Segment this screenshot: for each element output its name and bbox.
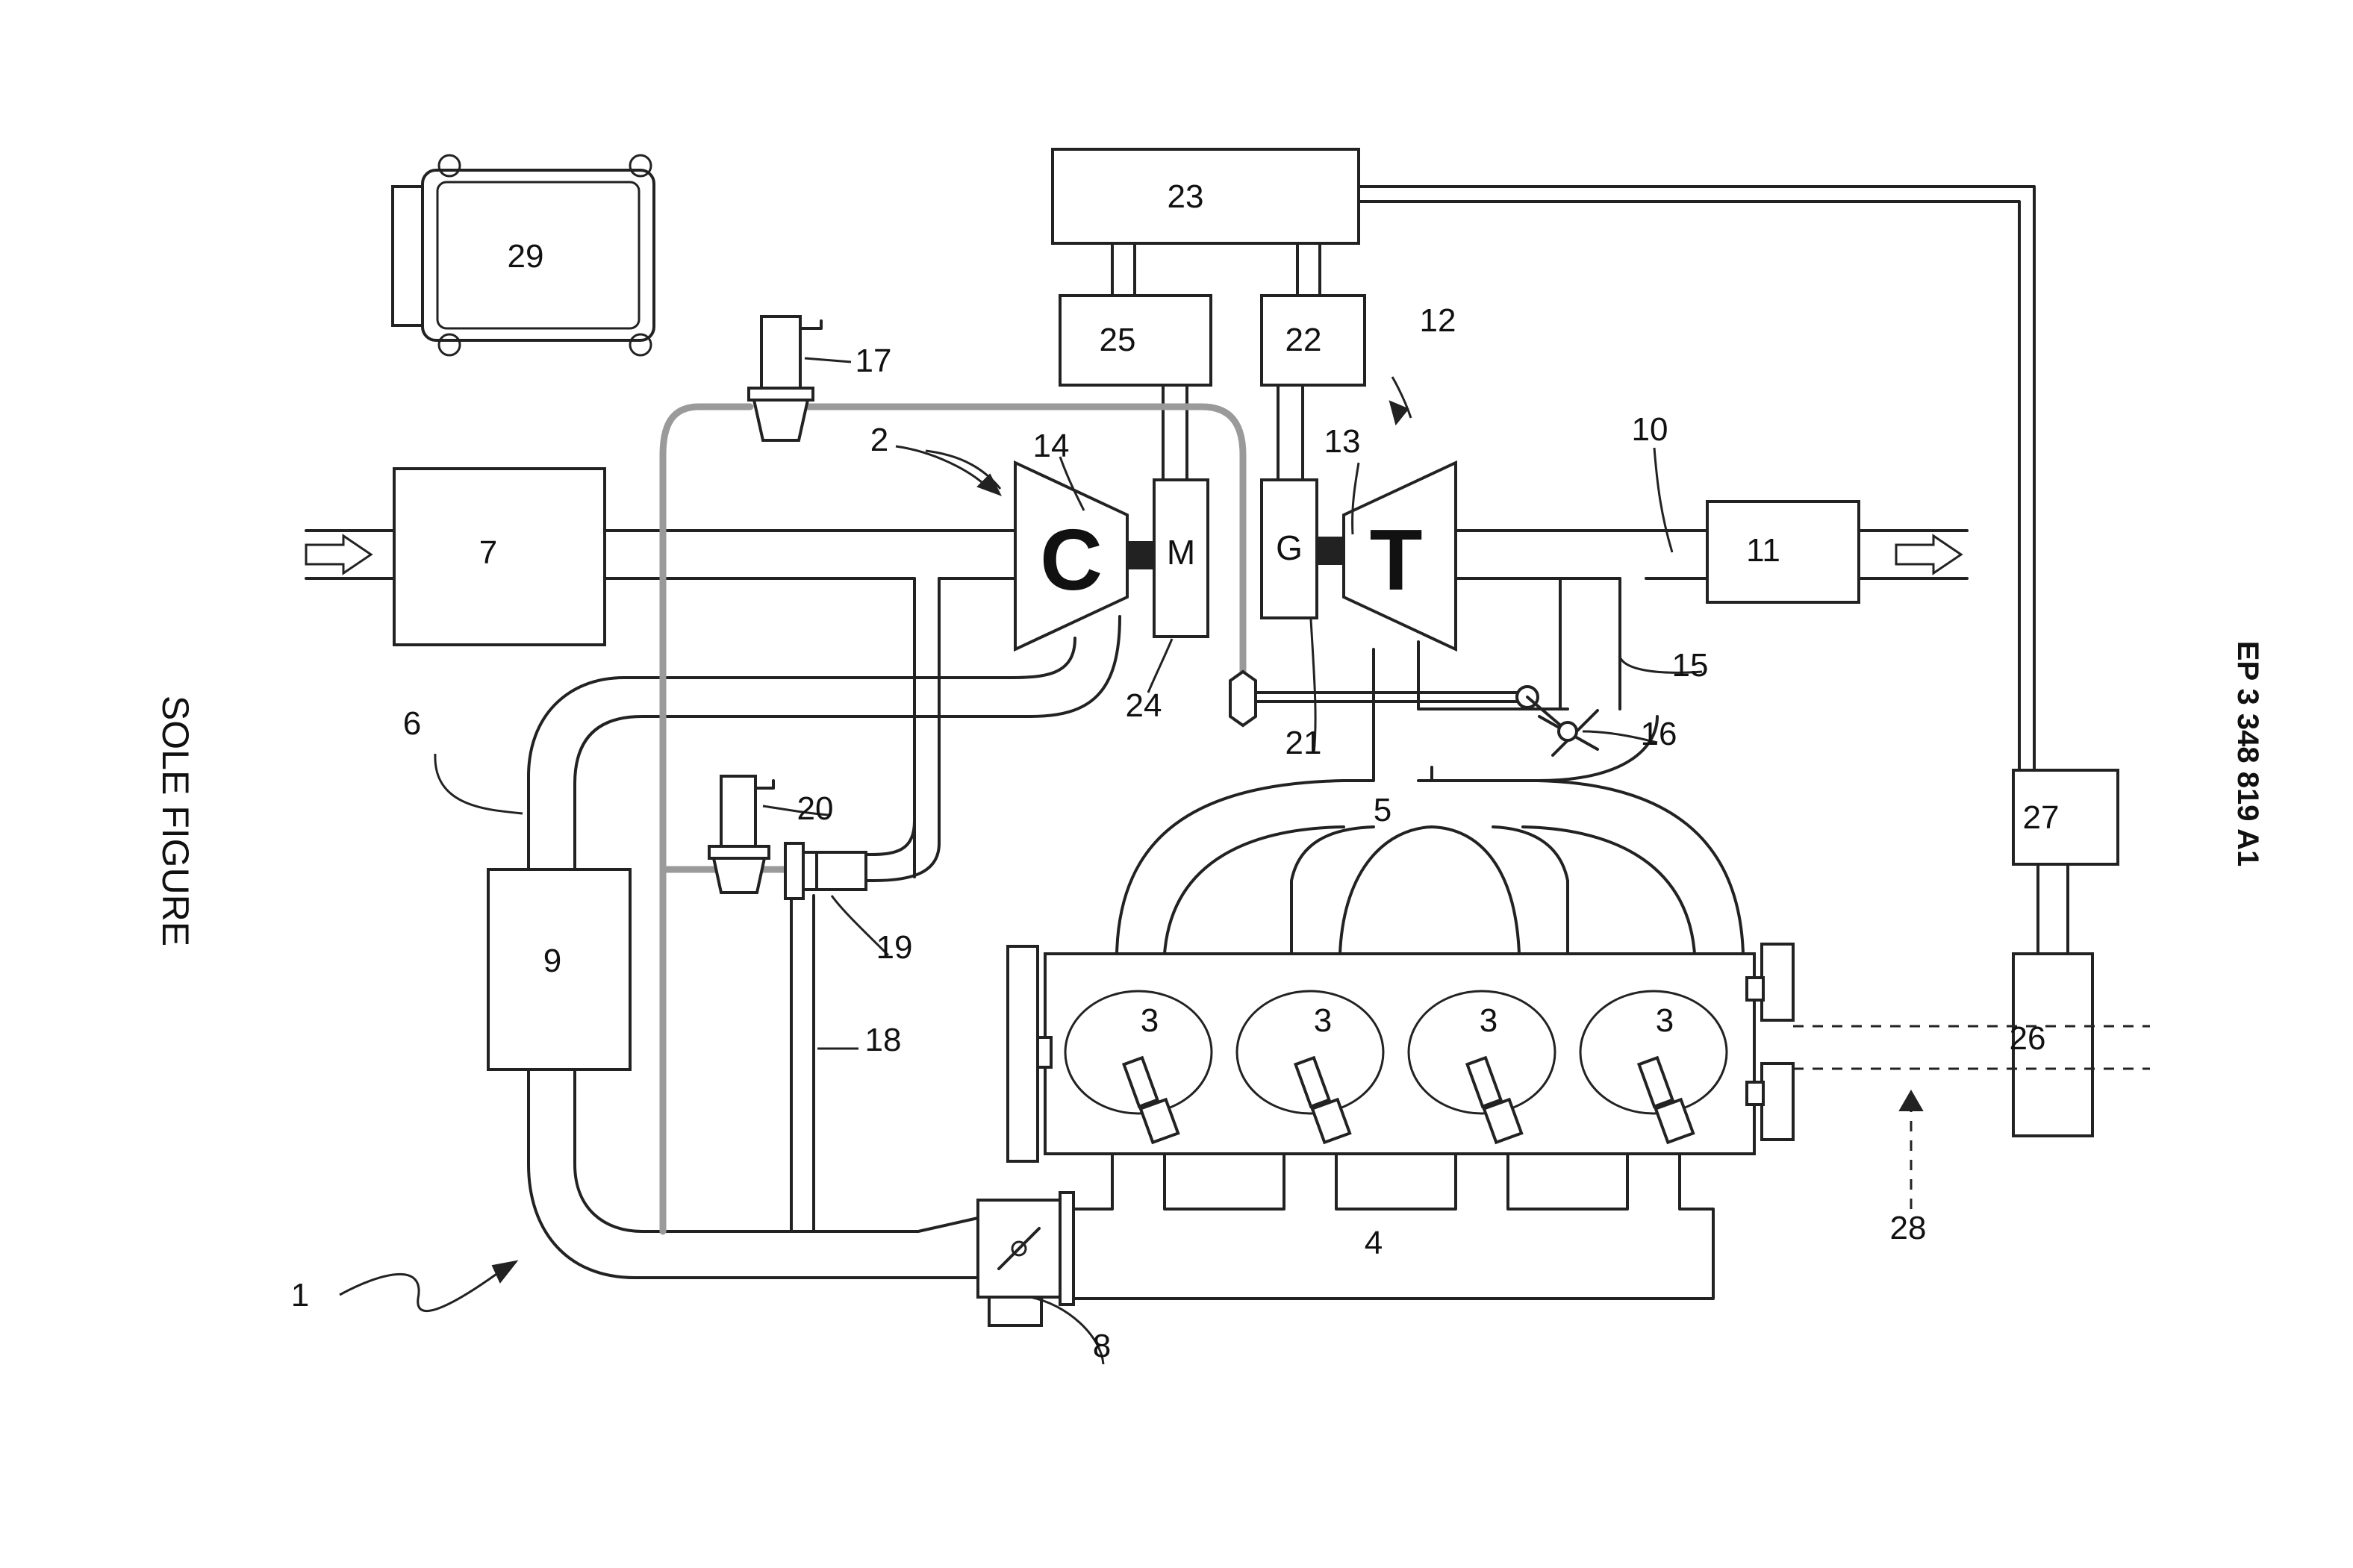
numeral-20: 20 [797, 790, 834, 827]
side-title: SOLE FIGURE [155, 696, 196, 946]
link-22-generator [1277, 384, 1304, 481]
publication-number: EP 3 348 819 A1 [2231, 641, 2264, 866]
ecu-29 [391, 154, 655, 357]
numeral-3a: 3 [1141, 1002, 1159, 1039]
numeral-4: 4 [1365, 1225, 1383, 1261]
numeral-2: 2 [870, 422, 888, 458]
numeral-13: 13 [1324, 423, 1361, 460]
intake-duct [305, 529, 1020, 878]
wastegate-actuator [1229, 640, 1569, 733]
bypass-duct [863, 819, 941, 882]
valve-17 [747, 315, 823, 442]
link-25-motor [1162, 384, 1188, 481]
cylinder-3 [1407, 990, 1556, 1145]
numeral-16: 16 [1641, 716, 1677, 752]
signal-line-27-26 [2036, 863, 2069, 955]
crank-signal-lines-28 [1793, 1025, 2150, 1070]
numeral-9: 9 [543, 943, 561, 979]
numeral-23: 23 [1168, 178, 1204, 215]
numeral-29: 29 [508, 238, 544, 275]
numeral-24: 24 [1126, 687, 1162, 724]
intake-manifold-4 [1066, 1152, 1715, 1300]
signal-line-23-22 [1296, 242, 1321, 297]
numeral-12: 12 [1420, 302, 1456, 339]
cylinder-2 [1235, 990, 1385, 1145]
numeral-25: 25 [1100, 322, 1136, 358]
intercooler-box [487, 868, 632, 1071]
numeral-3d: 3 [1656, 1002, 1674, 1039]
numeral-17: 17 [856, 343, 892, 379]
numeral-15: 15 [1672, 647, 1709, 684]
motor-box [1153, 478, 1209, 638]
numeral-6: 6 [403, 705, 421, 742]
charge-air-duct [527, 1068, 979, 1279]
outlet-arrow [1895, 534, 1963, 575]
wastegate-valve-16 [1538, 709, 1599, 757]
boost-duct-6 [527, 615, 1121, 871]
generator-turbine-shaft [1316, 537, 1344, 565]
numeral-28: 28 [1890, 1210, 1927, 1246]
signal-line-23-25 [1111, 242, 1136, 297]
numeral-18: 18 [865, 1022, 902, 1058]
recirculation-pipe-18 [790, 887, 815, 1233]
valve-20 [708, 775, 775, 894]
numeral-3c: 3 [1480, 1002, 1497, 1039]
generator-letter: G [1276, 528, 1303, 567]
numeral-21: 21 [1285, 725, 1322, 761]
leader-lines [434, 357, 1703, 1365]
box-25 [1059, 294, 1212, 387]
box-27 [2012, 769, 2119, 866]
numeral-5: 5 [1374, 792, 1391, 828]
numeral-14: 14 [1033, 428, 1070, 464]
throttle-valve-8 [976, 1191, 1075, 1327]
motor-letter: M [1167, 533, 1195, 572]
compressor-letter: C [1040, 511, 1103, 608]
numeral-8: 8 [1093, 1328, 1111, 1364]
compressor-body [1014, 460, 1129, 652]
numeral-11: 11 [1746, 532, 1780, 569]
box-26 [2012, 952, 2094, 1137]
air-filter-box [393, 467, 606, 646]
numeral-10: 10 [1632, 411, 1668, 448]
cylinder-4 [1579, 990, 1728, 1145]
box-22 [1260, 294, 1366, 387]
exhaust-treatment-box [1706, 500, 1860, 604]
numeral-1: 1 [291, 1277, 309, 1314]
signal-line-23-27 [1357, 185, 2036, 772]
valve-19 [784, 842, 867, 900]
turbine-letter: T [1370, 511, 1423, 608]
numeral-7: 7 [479, 534, 497, 571]
numeral-3b: 3 [1314, 1002, 1332, 1039]
generator-box [1260, 478, 1318, 619]
control-unit-23-box [1051, 148, 1360, 245]
inlet-arrow [305, 534, 373, 575]
numeral-19: 19 [876, 929, 913, 966]
reference-arrows [339, 376, 1924, 1313]
numeral-27: 27 [2023, 799, 2060, 836]
exhaust-manifold-5 [1115, 648, 1745, 955]
exhaust-duct [1454, 529, 1969, 710]
turbine-body [1342, 460, 1457, 652]
compressor-motor-shaft [1126, 541, 1155, 569]
numeral-22: 22 [1285, 322, 1322, 358]
numeral-26: 26 [2010, 1020, 2046, 1057]
cylinder-1 [1064, 990, 1213, 1145]
